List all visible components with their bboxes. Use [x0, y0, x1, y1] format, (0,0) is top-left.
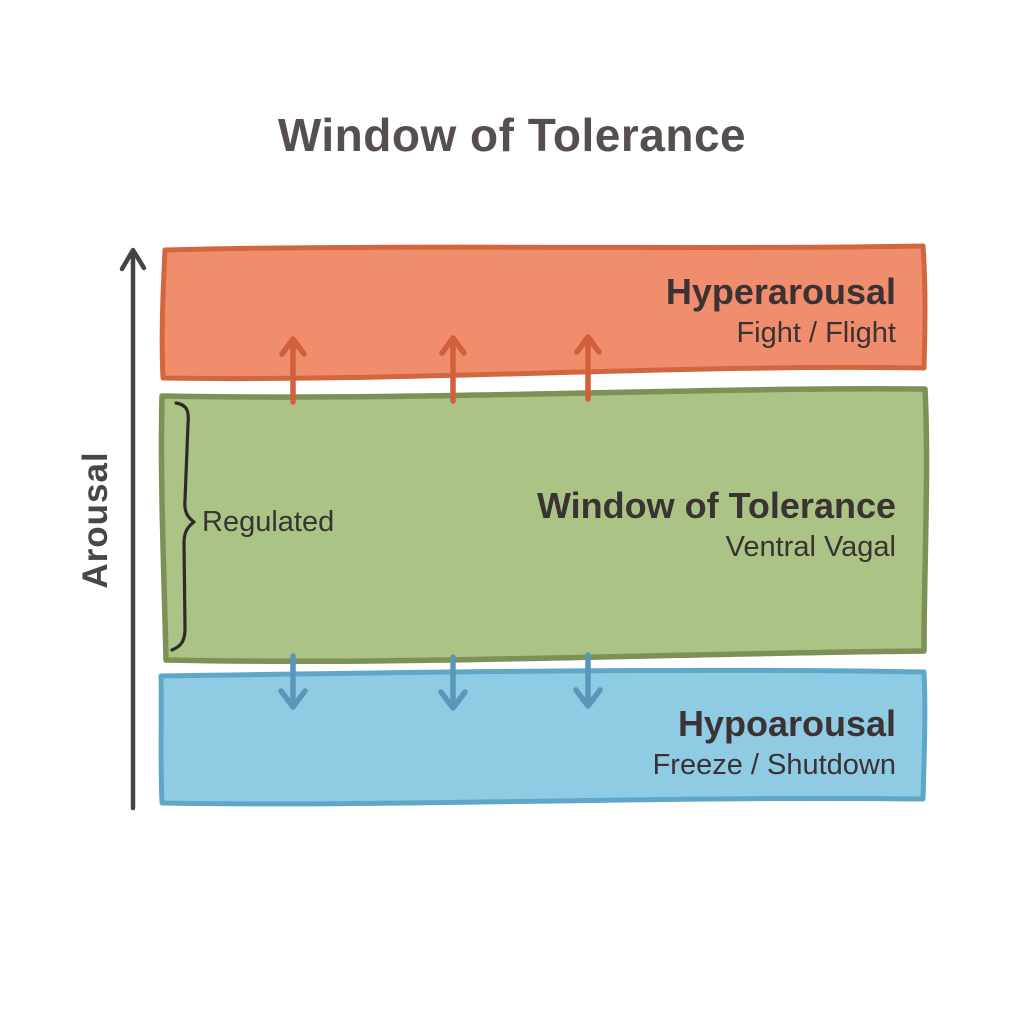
window-of-tolerance-labels: Window of Tolerance Ventral Vagal [537, 486, 896, 566]
window-of-tolerance-label: Window of Tolerance [536, 485, 896, 526]
hypoarousal-band-shape [158, 667, 928, 807]
hyperarousal-sublabel: Fight / Flight [736, 317, 896, 349]
window-of-tolerance-band-shape [158, 386, 930, 665]
up-arrow-icon [279, 336, 307, 405]
arousal-axis-arrow-icon [119, 247, 147, 811]
hypoarousal-label: Hypoarousal [677, 703, 896, 744]
up-arrow-icon [439, 335, 467, 404]
down-arrows [278, 652, 603, 711]
down-arrow-icon [278, 653, 308, 710]
regulated-label: Regulated [202, 506, 335, 538]
hyperarousal-labels: Hyperarousal Fight / Flight [666, 272, 896, 352]
hyperarousal-band-shape [159, 243, 928, 382]
down-arrow-icon [573, 652, 603, 709]
down-arrow-icon [438, 654, 468, 711]
window-of-tolerance-sublabel: Ventral Vagal [725, 531, 896, 563]
up-arrows [279, 334, 602, 405]
hyperarousal-label: Hyperarousal [665, 271, 896, 312]
hypoarousal-labels: Hypoarousal Freeze / Shutdown [653, 704, 896, 784]
arousal-axis-label: Arousal [76, 451, 115, 589]
hypoarousal-sublabel: Freeze / Shutdown [652, 749, 896, 781]
up-arrow-icon [574, 334, 602, 402]
regulated-brace [170, 401, 196, 652]
diagram-title: Window of Tolerance [277, 109, 747, 161]
